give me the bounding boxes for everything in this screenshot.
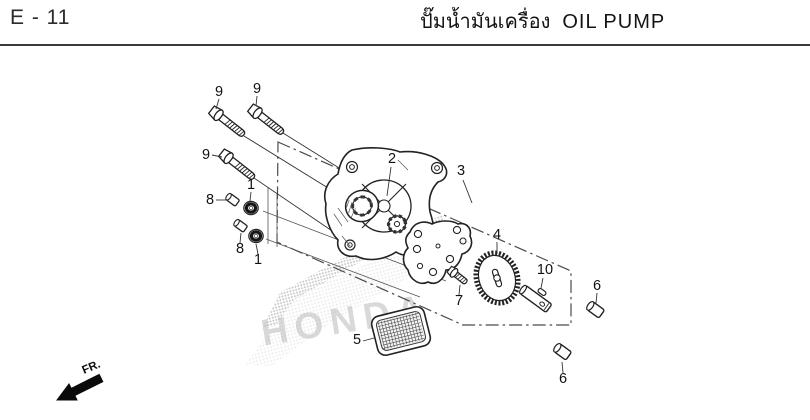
callout-1a: 1 [247, 177, 255, 193]
callout-5: 5 [353, 332, 361, 348]
flange-bolt-9a [207, 104, 249, 141]
callout-10: 10 [537, 262, 553, 278]
flange-bolt-9b [246, 102, 288, 139]
seal-washer-1b [247, 227, 265, 245]
page-title: ปั๊มน้ำมันเครื่อง OIL PUMP [420, 5, 665, 37]
page-title-english: OIL PUMP [562, 11, 666, 33]
callout-8b: 8 [236, 241, 244, 257]
callout-9b: 9 [253, 81, 261, 97]
inner-rotor [386, 214, 408, 234]
callout-1b: 1 [254, 252, 262, 268]
callout-3: 3 [457, 163, 465, 179]
pump-shaft [519, 284, 552, 313]
callout-6a: 6 [593, 278, 601, 294]
strainer-mesh [377, 312, 425, 350]
front-direction-marker: FR. [56, 358, 104, 401]
leader-lines [211, 95, 598, 374]
dowel-8b [232, 217, 249, 233]
assembly-boundary-box [276, 141, 572, 326]
oil-strainer-5 [370, 305, 432, 357]
dowel-8a [224, 191, 241, 207]
sprocket-4 [473, 250, 521, 306]
cover-bolt-7 [446, 265, 468, 285]
page-code: E - 11 [10, 6, 71, 29]
shaft-pin-10 [537, 287, 547, 297]
callout-9a: 9 [215, 84, 223, 100]
header-divider [0, 44, 810, 46]
callout-8a: 8 [206, 192, 214, 208]
knock-dowel-6a [584, 299, 606, 319]
knock-dowel-6b [551, 341, 573, 361]
front-arrow-icon [56, 373, 104, 401]
callout-4: 4 [493, 227, 501, 243]
pump-cover-plate [402, 220, 473, 285]
callout-2: 2 [388, 151, 396, 167]
callout-9c: 9 [202, 147, 210, 163]
callout-7: 7 [455, 293, 463, 309]
callouts: 9 9 9 1 8 8 1 2 3 4 7 10 6 5 6 [202, 81, 601, 387]
seal-washer-1a [242, 199, 260, 217]
outer-rotor [344, 189, 380, 223]
page-title-thai: ปั๊มน้ำมันเครื่อง [420, 11, 551, 33]
callout-6b: 6 [559, 371, 567, 387]
